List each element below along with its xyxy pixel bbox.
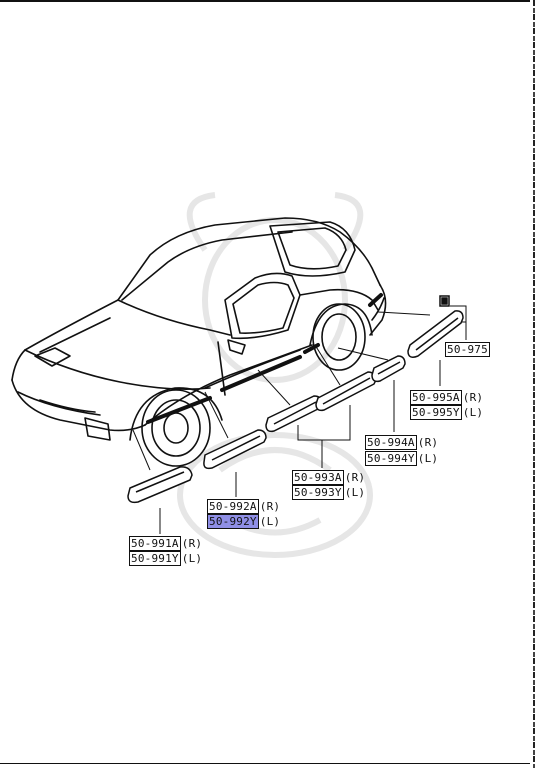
top-border: [0, 0, 530, 2]
part-number-50-993y[interactable]: 50-993Y: [292, 485, 344, 500]
right-border: [533, 0, 535, 768]
part-number-50-975[interactable]: 50-975: [445, 342, 490, 357]
side-indicator: (R): [462, 391, 484, 404]
part-number-50-992y-highlighted[interactable]: 50-992Y: [207, 514, 259, 529]
label-50-991y: 50-991Y(L): [129, 551, 202, 566]
side-indicator: (R): [181, 537, 203, 550]
label-50-995y: 50-995Y(L): [410, 405, 483, 420]
label-50-994y: 50-994Y(L): [365, 451, 438, 466]
label-50-992y: 50-992Y(L): [207, 514, 280, 529]
part-number-50-995a[interactable]: 50-995A: [410, 390, 462, 405]
label-50-994a: 50-994A(R): [365, 435, 438, 450]
side-indicator: (L): [462, 406, 484, 419]
side-indicator: (L): [417, 452, 439, 465]
side-indicator: (L): [181, 552, 203, 565]
label-50-975: 50-975: [445, 342, 490, 357]
bottom-border: [0, 763, 530, 764]
part-number-50-995y[interactable]: 50-995Y: [410, 405, 462, 420]
part-number-50-991a[interactable]: 50-991A: [129, 536, 181, 551]
label-50-993y: 50-993Y(L): [292, 485, 365, 500]
label-50-995a: 50-995A(R): [410, 390, 483, 405]
side-indicator: (L): [259, 515, 281, 528]
part-number-50-994y[interactable]: 50-994Y: [365, 451, 417, 466]
label-50-993a: 50-993A(R): [292, 470, 365, 485]
part-number-50-994a[interactable]: 50-994A: [365, 435, 417, 450]
watermark-logo: [177, 192, 373, 558]
part-number-50-993a[interactable]: 50-993A: [292, 470, 344, 485]
leader-lines: [132, 305, 467, 534]
side-indicator: (R): [344, 471, 366, 484]
side-indicator: (R): [417, 436, 439, 449]
side-indicator: (R): [259, 500, 281, 513]
label-50-991a: 50-991A(R): [129, 536, 202, 551]
part-number-50-991y[interactable]: 50-991Y: [129, 551, 181, 566]
car-outline: [11, 217, 387, 467]
side-indicator: (L): [344, 486, 366, 499]
part-number-50-992a[interactable]: 50-992A: [207, 499, 259, 514]
molding-parts: [127, 295, 464, 504]
label-50-992a: 50-992A(R): [207, 499, 280, 514]
